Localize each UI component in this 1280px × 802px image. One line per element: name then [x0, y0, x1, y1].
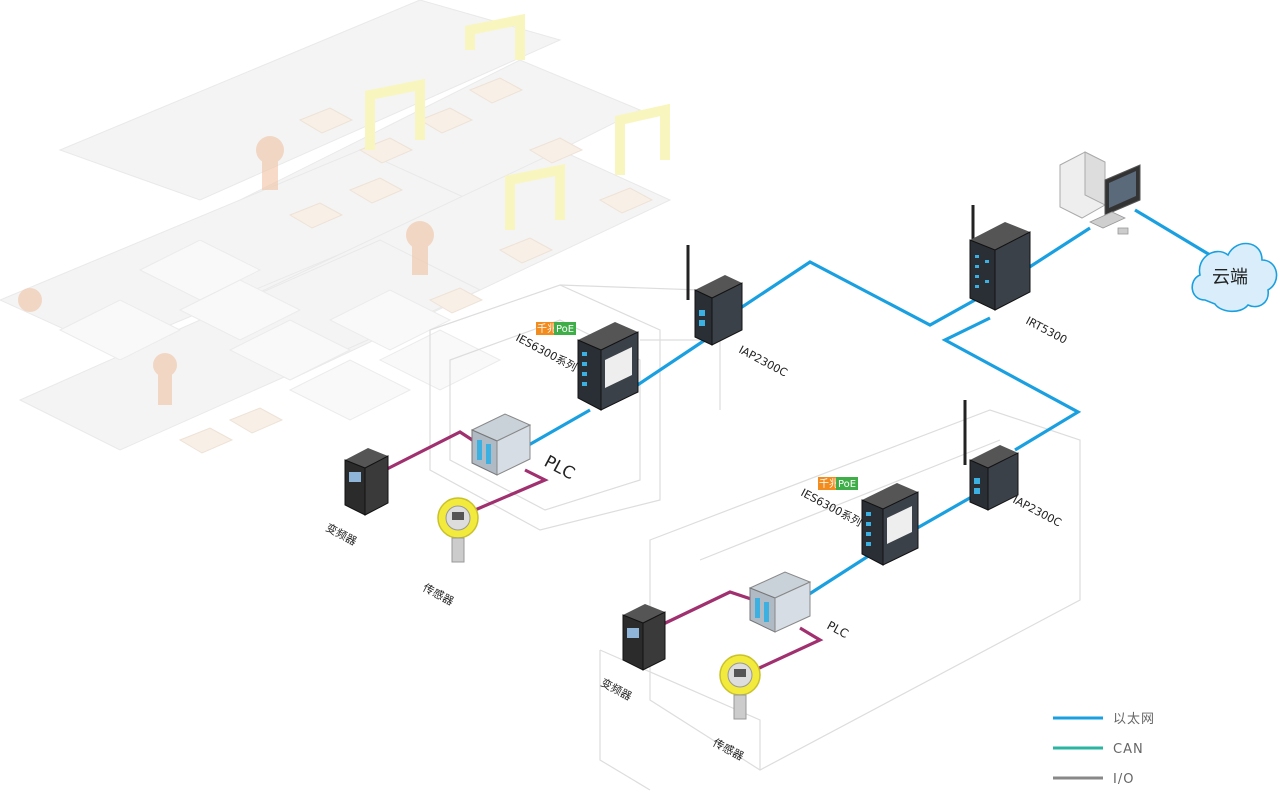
io-wire-top-sensor: [474, 468, 549, 512]
bottom-gateway-device[interactable]: IAP2300C: [963, 400, 1064, 530]
bottom-switch-device[interactable]: 千兆 PoE IES6300系列: [799, 477, 919, 566]
ethernet-top-switch-iap: [629, 338, 706, 392]
bottom-switch-badge-poe-text: PoE: [838, 479, 856, 490]
bottom-switch-badge-gigabit-text: 千兆: [819, 478, 839, 490]
background-factory-illustration: [0, 0, 672, 454]
top-switch-device[interactable]: 千兆 PoE IES6300系列: [514, 322, 639, 411]
router-label: IRT5300: [1024, 314, 1070, 347]
ethernet-router-workstation: [1027, 226, 1091, 270]
legend-item-io: I/O: [1053, 772, 1134, 787]
top-vfd-label: 变频器: [324, 520, 360, 548]
top-switch-badges: 千兆 PoE: [536, 322, 576, 335]
router-device[interactable]: IRT5300: [969, 205, 1070, 347]
legend-label-ethernet: 以太网: [1113, 712, 1155, 727]
top-sensor-label: 传感器: [421, 581, 456, 608]
machine-outline-top: [429, 284, 721, 531]
io-wires: [384, 430, 824, 672]
legend-item-can: CAN: [1053, 742, 1144, 757]
cloud-icon: 云端: [1191, 242, 1278, 313]
top-switch-badge-gigabit-text: 千兆: [537, 323, 557, 335]
ethernet-bottom-iap-router: [941, 316, 1082, 452]
ethernet-top-plc-switch: [519, 408, 591, 452]
top-sensor-device[interactable]: 传感器: [421, 497, 479, 608]
bottom-gateway-label: IAP2300C: [1011, 493, 1064, 530]
computer-icon[interactable]: [1059, 151, 1141, 235]
bottom-switch-badges: 千兆 PoE: [818, 477, 858, 490]
cloud-shape: [1191, 242, 1278, 313]
legend-label-can: CAN: [1113, 742, 1144, 757]
ethernet-workstation-cloud: [1134, 208, 1211, 257]
bottom-switch-badge-poe: [836, 477, 858, 490]
ethernet-bottom-plc-switch: [799, 553, 871, 602]
bottom-plc-label: PLC: [825, 618, 851, 641]
legend-label-io: I/O: [1113, 772, 1134, 787]
cloud-label: 云端: [1212, 267, 1248, 288]
io-wire-bottom-sensor: [754, 626, 824, 672]
top-switch-badge-poe-text: PoE: [556, 324, 574, 335]
top-gateway-device[interactable]: IAP2300C: [686, 245, 790, 380]
bottom-sensor-device[interactable]: 传感器: [711, 654, 761, 763]
legend: 以太网 CAN I/O: [1053, 712, 1155, 787]
machine-outline-bottom: [599, 409, 1081, 791]
bottom-switch-label: IES6300系列: [799, 485, 865, 529]
bottom-sensor-label: 传感器: [711, 736, 746, 763]
io-wire-top-vfd: [384, 430, 481, 472]
top-vfd-device[interactable]: 变频器: [324, 448, 389, 548]
top-switch-badge-gigabit: [536, 322, 554, 335]
legend-item-ethernet: 以太网: [1053, 712, 1155, 727]
top-switch-badge-poe: [554, 322, 576, 335]
top-gateway-label: IAP2300C: [737, 343, 790, 380]
bottom-vfd-label: 变频器: [599, 675, 635, 703]
bottom-switch-badge-gigabit: [818, 477, 836, 490]
top-switch-label: IES6300系列: [514, 330, 580, 374]
io-wire-bottom-vfd: [654, 590, 761, 630]
bottom-plc-device[interactable]: PLC: [748, 571, 851, 641]
ethernet-top-iap-router: [729, 260, 976, 327]
